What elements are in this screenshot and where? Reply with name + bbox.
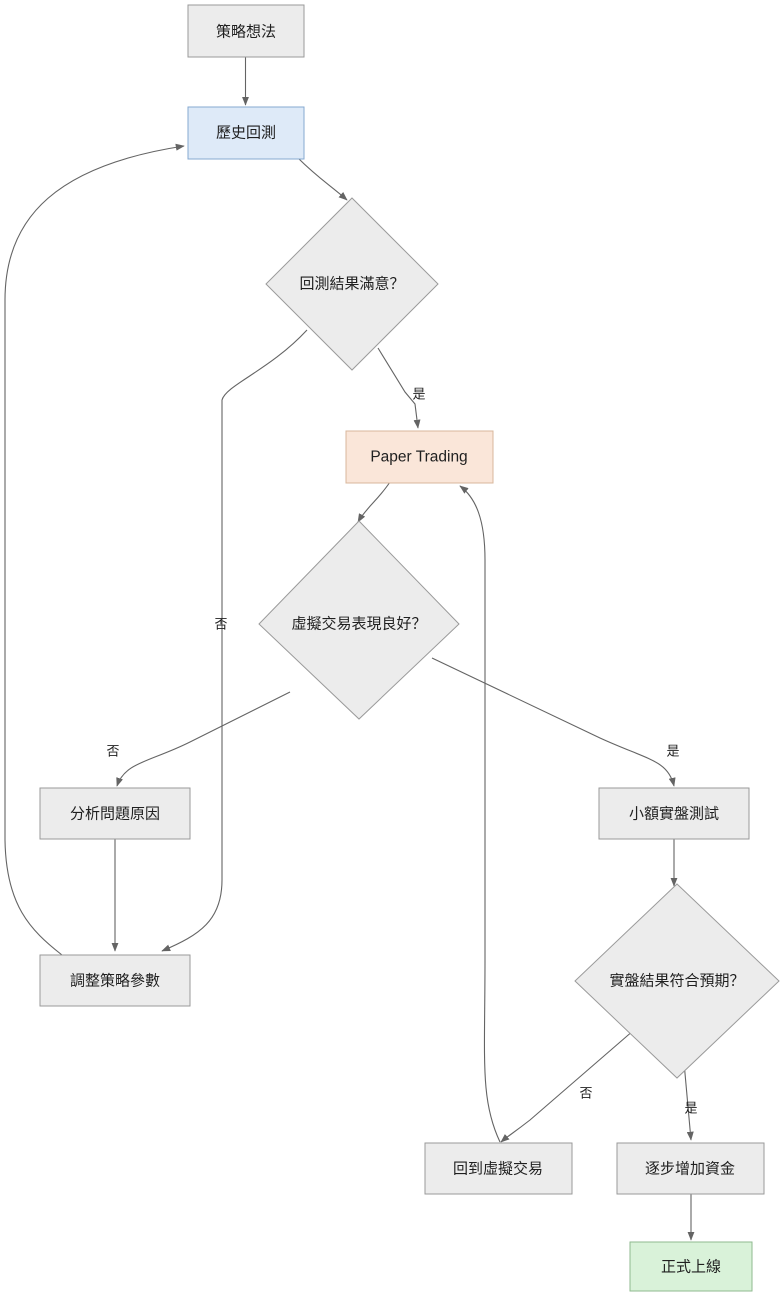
node-smalllive-label: 小額實盤測試 (629, 805, 719, 823)
node-q1-shape (265, 197, 439, 371)
edge-q3-to-backpaper (500, 1029, 635, 1143)
node-idea-label: 策略想法 (216, 24, 276, 41)
node-go-live[interactable]: 正式上線 (629, 1241, 753, 1292)
node-golive-label: 正式上線 (661, 1259, 721, 1276)
node-analyze-cause[interactable]: 分析問題原因 (39, 787, 191, 840)
edge-q1-to-adjust (161, 329, 308, 952)
node-q3-shape (574, 883, 780, 1079)
node-backtest-shape (187, 106, 305, 160)
node-analyze-label: 分析問題原因 (70, 806, 160, 823)
node-layer: 策略想法 歷史回測 回測結果滿意？ Paper Trading 虛擬交易表現良好… (39, 4, 780, 1292)
node-paper-shape (345, 430, 494, 484)
edge-label-q2-yes: 是 (666, 744, 679, 759)
node-golive-shape (629, 1241, 753, 1292)
edge-label-q1-yes: 是 (412, 387, 425, 402)
node-q3-label: 實盤結果符合預期？ (609, 972, 744, 990)
edge-q2-to-analyze (116, 691, 291, 787)
node-smalllive-shape (598, 787, 750, 840)
node-idea-shape (187, 4, 305, 58)
edge-label-layer: 是 否 否 是 否 是 (106, 387, 697, 1116)
node-q1-backtest-satisfied[interactable]: 回測結果滿意？ (265, 197, 439, 371)
edge-label-q2-no: 否 (106, 744, 119, 759)
node-adjust-shape (39, 954, 191, 1007)
node-back-to-paper[interactable]: 回到虛擬交易 (424, 1142, 573, 1195)
node-adjust-label: 調整策略參數 (70, 973, 160, 990)
node-paper-trading[interactable]: Paper Trading (345, 430, 494, 484)
node-analyze-shape (39, 787, 191, 840)
node-q2-paper-performance[interactable]: 虛擬交易表現良好？ (258, 520, 460, 720)
edge-paper-to-q2 (357, 481, 391, 523)
node-q1-label: 回測結果滿意？ (299, 275, 404, 293)
edge-q1-to-paper (377, 347, 421, 429)
node-backtest[interactable]: 歷史回測 (187, 106, 305, 160)
node-scale-up-capital[interactable]: 逐步增加資金 (616, 1142, 765, 1195)
node-scaleup-shape (616, 1142, 765, 1195)
node-idea[interactable]: 策略想法 (187, 4, 305, 58)
node-q3-live-expectation[interactable]: 實盤結果符合預期？ (574, 883, 780, 1079)
edge-label-q3-no: 否 (579, 1086, 592, 1101)
edge-adjust-to-backtest (4, 143, 185, 956)
node-scaleup-label: 逐步增加資金 (645, 1161, 735, 1178)
edge-backtest-to-q1 (297, 157, 348, 201)
node-q2-shape (258, 520, 460, 720)
node-backpaper-label: 回到虛擬交易 (453, 1160, 543, 1178)
node-backtest-label: 歷史回測 (216, 125, 276, 142)
edge-label-q3-yes: 是 (684, 1101, 697, 1116)
edge-q2-to-smalllive (431, 657, 676, 787)
edge-backpaper-to-paper (459, 485, 501, 1143)
node-small-live-test[interactable]: 小額實盤測試 (598, 787, 750, 840)
edge-label-q1-no: 否 (214, 617, 227, 632)
node-q2-label: 虛擬交易表現良好？ (291, 615, 426, 633)
node-backpaper-shape (424, 1142, 573, 1195)
node-adjust-params[interactable]: 調整策略參數 (39, 954, 191, 1007)
node-paper-label: Paper Trading (370, 449, 467, 466)
